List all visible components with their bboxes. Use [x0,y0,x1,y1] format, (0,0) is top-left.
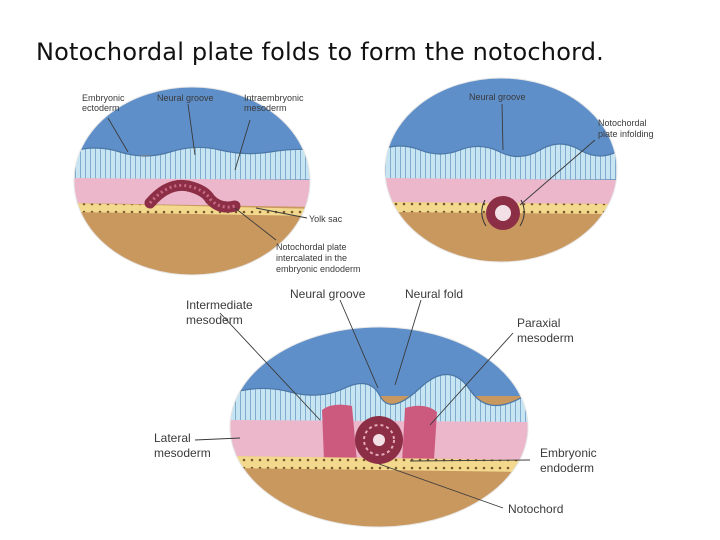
label-neural-fold: Neural fold [405,287,463,301]
panel-notochordal-plate [73,86,311,276]
label-lateral-mesoderm: Lateral mesoderm [154,431,211,460]
label-neural-groove-a: Neural groove [157,93,214,103]
label-paraxial-mesoderm: Paraxial mesoderm [517,316,574,345]
paraxial-mesoderm-right [402,405,437,464]
label-embryonic-ectoderm: Embryonic ectoderm [82,93,127,113]
label-notochordal-plate: Notochordal plate intercalated in the em… [276,242,361,274]
label-neural-groove-b: Neural groove [469,92,526,102]
panel-notochordal-infolding [384,77,618,263]
label-yolk-sac: Yolk sac [309,214,343,224]
panel-notochord [229,326,529,528]
embryonic-endoderm-layer [74,203,310,216]
leader-lines [107,103,596,509]
embryonic-ectoderm-layer [74,146,310,181]
label-notochord: Notochord [508,502,563,516]
paraxial-mesoderm-left [322,404,357,465]
notochordal-plate [144,179,241,213]
label-intraembryonic-mesoderm: Intraembryonic mesoderm [244,93,306,113]
label-notochordal-plate-infolding: Notochordal plate infolding [598,118,654,139]
slide-title: Notochordal plate folds to form the noto… [36,38,604,66]
label-intermediate-mesoderm: Intermediate mesoderm [186,298,256,327]
label-embryonic-endoderm: Embryonic endoderm [540,446,600,475]
label-neural-groove-c: Neural groove [290,287,366,301]
